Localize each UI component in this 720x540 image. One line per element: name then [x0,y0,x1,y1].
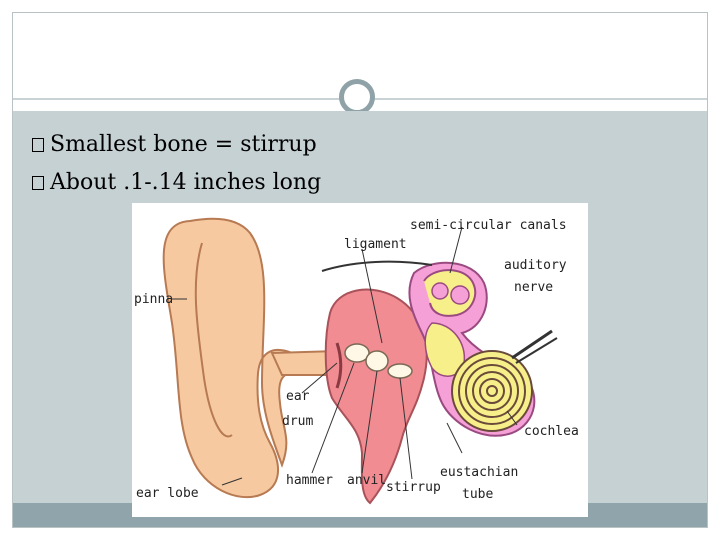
bullet-text: Smallest bone = stirrup [50,132,317,157]
auditory-nerve-branch [515,337,558,364]
label-anvil: anvil [347,473,386,488]
label-eustachian: eustachian [440,465,518,480]
bullet-marker-icon [32,138,44,152]
cochlea-spiral [451,350,533,432]
label-semicircular-canals: semi-circular canals [410,218,567,233]
bullet-item: About .1-.14 inches long [32,164,321,202]
bullet-text: About .1-.14 inches long [50,170,322,195]
vestibule-shape [424,322,466,377]
canal-loop-2 [450,285,470,305]
bullet-marker-icon [32,176,44,190]
label-stirrup: stirrup [386,480,441,495]
bullet-list: Smallest bone = stirrup About .1-.14 inc… [32,126,321,202]
leader-lines [172,226,518,486]
hammer-bone [344,343,370,363]
auditory-nerve [511,329,553,360]
divider-circle-ornament [339,79,375,115]
stirrup-bone [387,363,413,379]
label-drum: drum [282,414,313,429]
ear-drum-membrane [335,342,343,389]
label-pinna: pinna [134,292,173,307]
ligament-line [321,260,433,272]
pinna-inner-fold [194,242,233,438]
label-auditory: auditory [504,258,567,273]
bullet-item: Smallest bone = stirrup [32,126,321,164]
pinna-shape [162,217,333,499]
ear-anatomy-svg: semi-circular canals ligament auditory n… [134,217,579,505]
label-ear-lobe: ear lobe [136,486,199,501]
middle-ear-shape [324,288,428,505]
label-cochlea: cochlea [524,424,579,439]
ear-anatomy-diagram: semi-circular canals ligament auditory n… [132,203,588,517]
label-nerve: nerve [514,280,553,295]
label-ligament: ligament [344,237,407,252]
anvil-bone [365,350,389,372]
canal-loop-1 [431,282,449,300]
label-tube: tube [462,487,493,502]
label-ear: ear [286,389,310,404]
label-hammer: hammer [286,473,333,488]
